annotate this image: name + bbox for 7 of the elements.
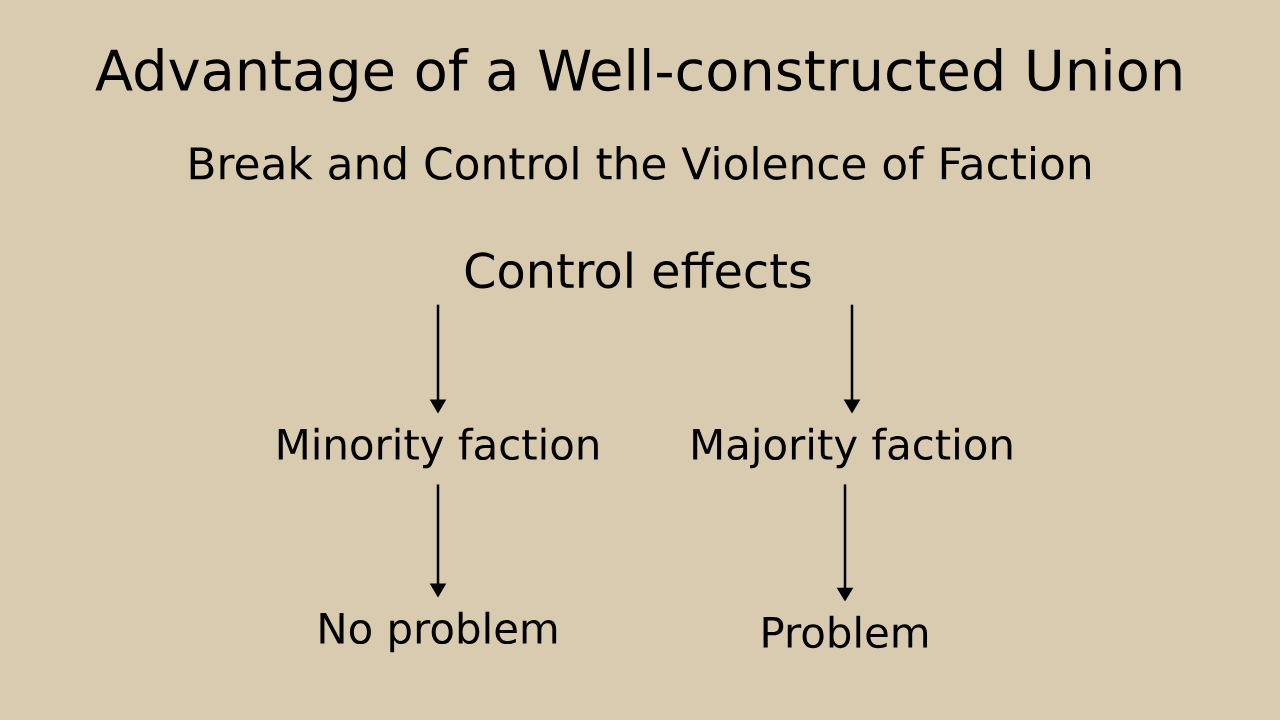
flow-text: Minority faction	[278, 427, 598, 469]
title: Advantage of a Well-constructed Union	[95, 48, 1181, 102]
flow-text: Control effects	[465, 251, 811, 289]
flow-text: No problem	[320, 611, 557, 653]
flow-text: Majority faction	[693, 427, 1012, 469]
flow-text: Problem	[763, 615, 927, 649]
subtitle: Break and Control the Violence of Faction	[190, 146, 1090, 180]
